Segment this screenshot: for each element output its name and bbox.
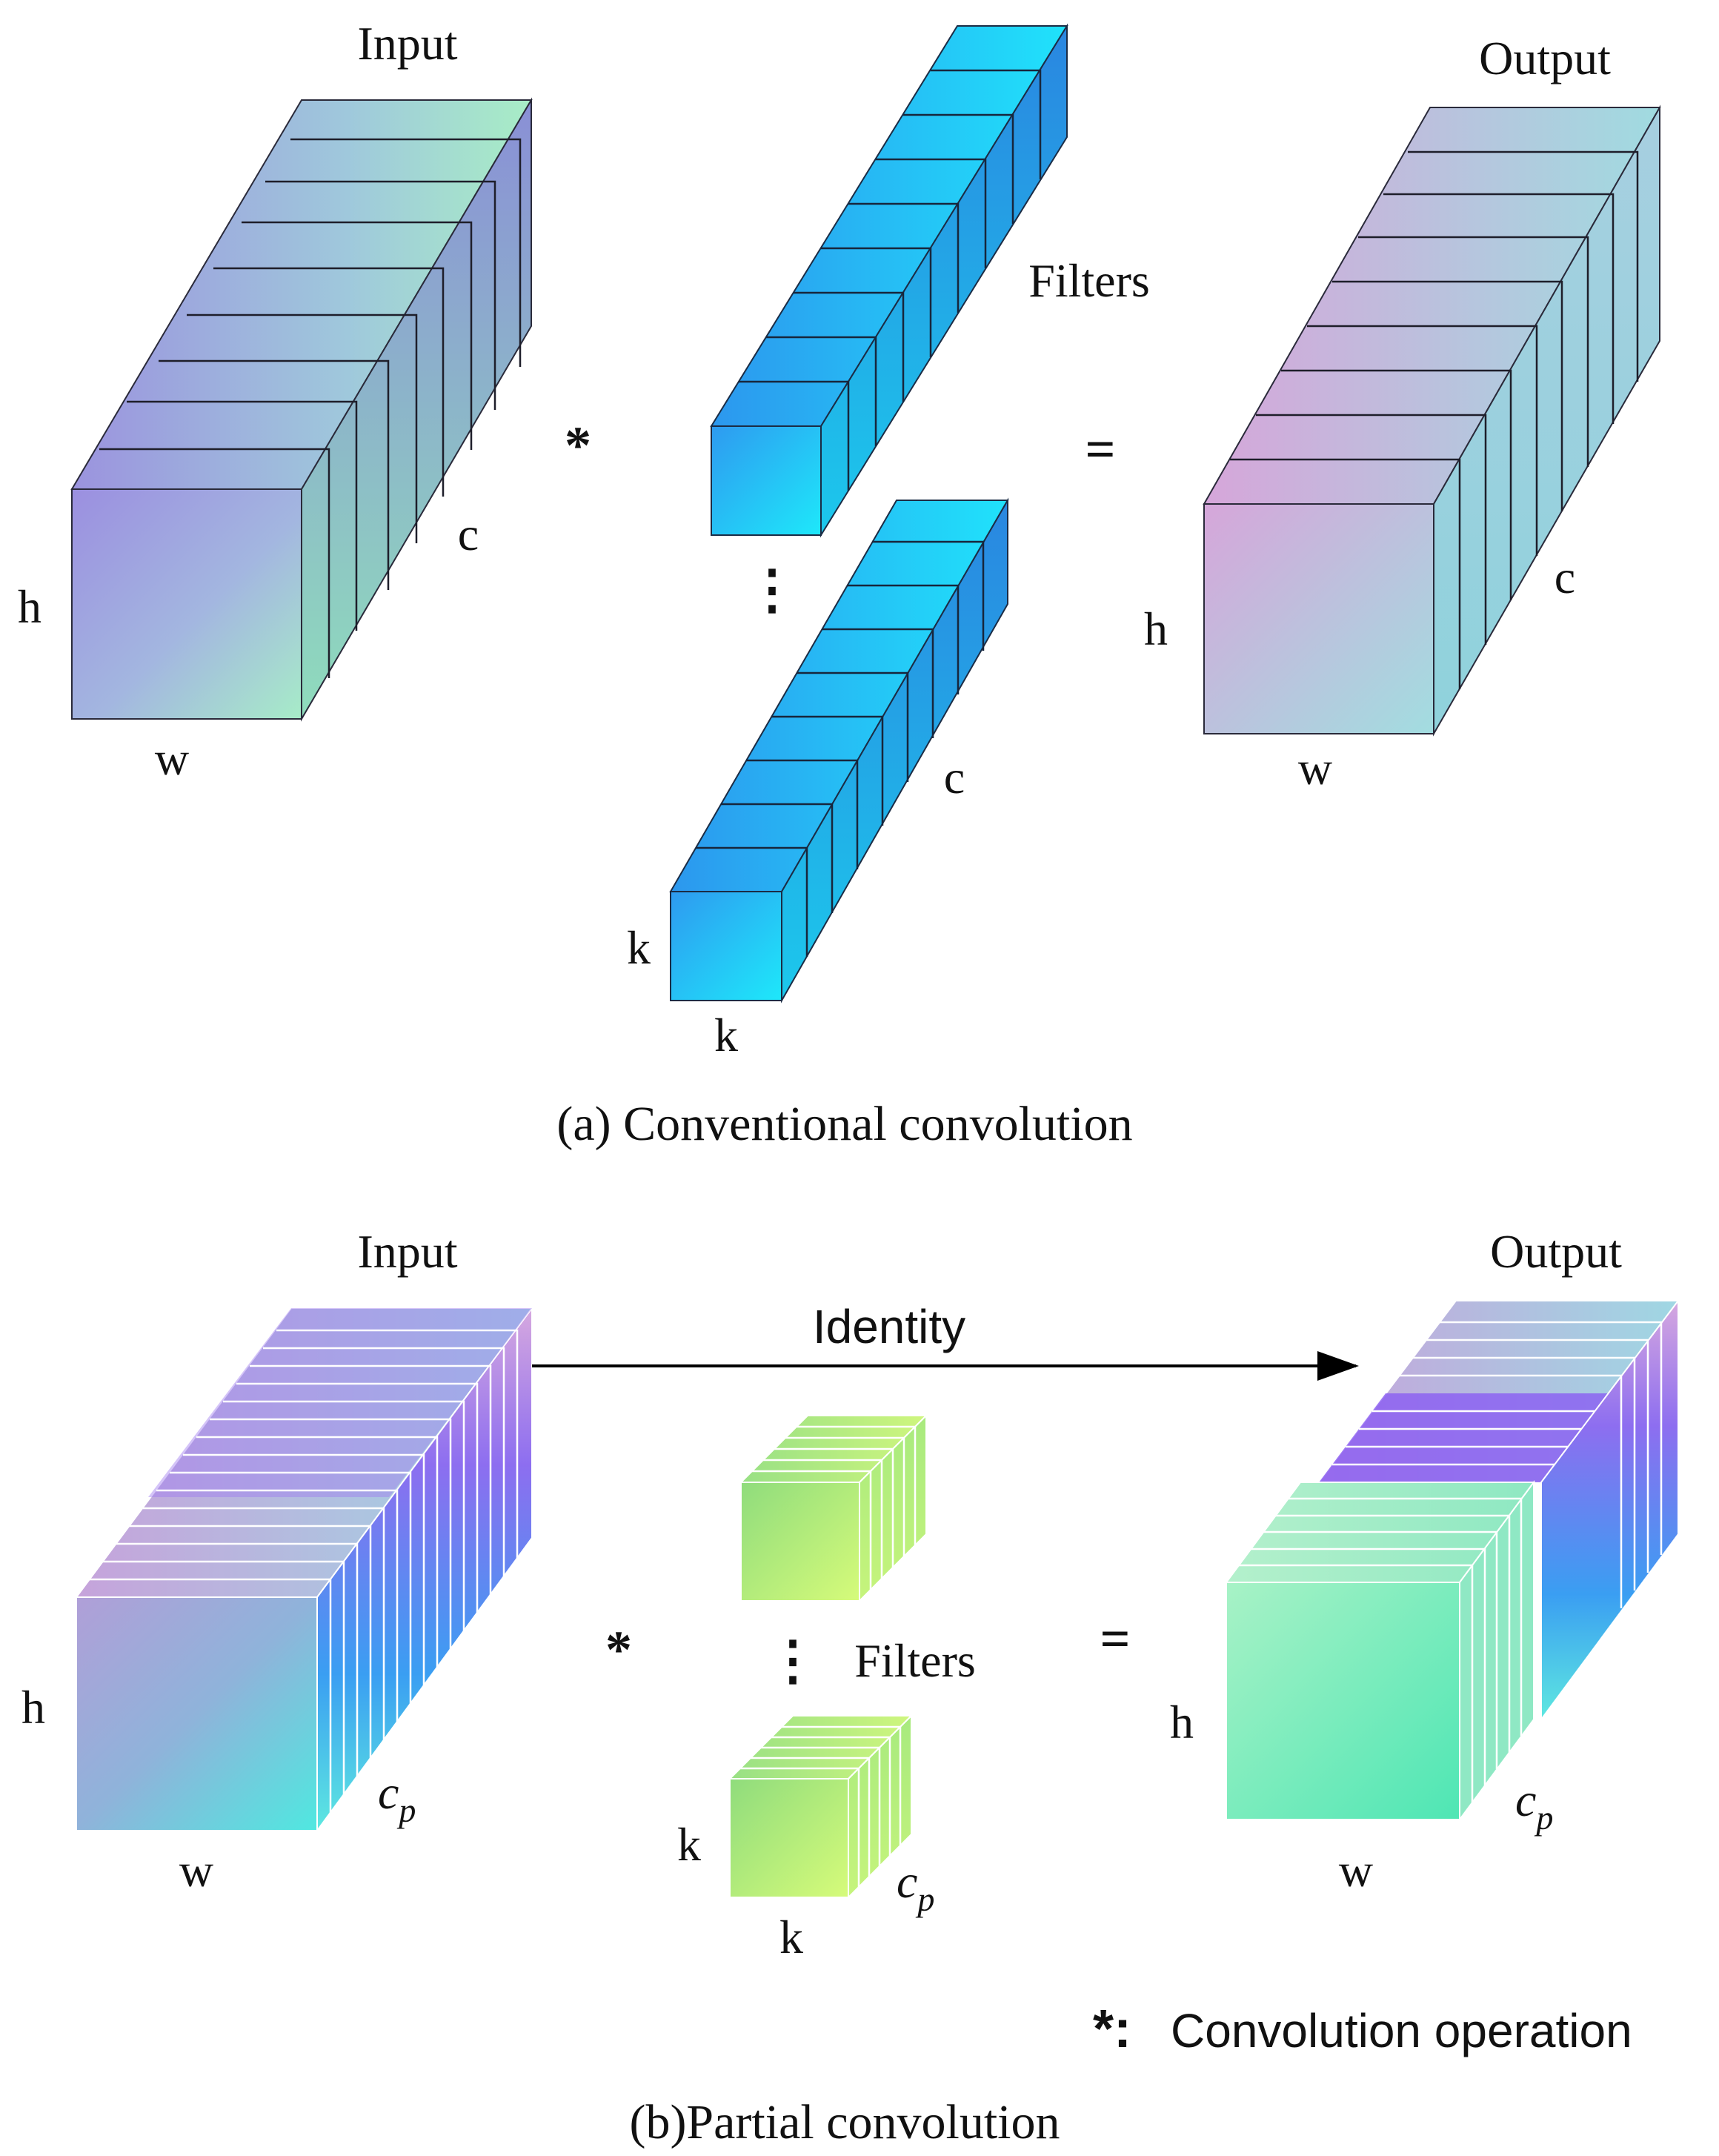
filter-b-1-front <box>740 1482 860 1602</box>
filter-cp-sub: p <box>915 1880 934 1918</box>
filter-tensor-b-1 <box>739 1413 928 1603</box>
input-w-label-b: w <box>179 1844 213 1897</box>
filter-a-1-front <box>711 425 822 536</box>
output-cp-label-b: cp <box>1515 1774 1553 1837</box>
panel-b: Input Output <box>21 1225 1680 2149</box>
output-cp-c: c <box>1515 1774 1536 1826</box>
filters-label-a: Filters <box>1028 254 1150 307</box>
output-tensor-a-front <box>1203 503 1434 734</box>
input-label-b: Input <box>357 1225 457 1278</box>
identity-label: Identity <box>813 1300 965 1353</box>
caption-a: (a) Conventional convolution <box>556 1097 1132 1151</box>
filter-cp-c: c <box>897 1855 917 1908</box>
filter-k-bottom-label-b: k <box>779 1911 803 1963</box>
input-label-a: Input <box>357 17 457 70</box>
output-tensor-b-side <box>1540 1298 1679 1722</box>
output-label-a: Output <box>1479 32 1611 84</box>
filter-a-1-slices <box>739 69 1042 491</box>
filter-a-2-slices <box>696 540 985 957</box>
input-tensor-a-slices <box>99 138 522 678</box>
filter-k-bottom-label-a: k <box>714 1009 738 1061</box>
filter-b-1-slices <box>752 1425 917 1590</box>
filter-b-2-slices <box>740 1725 902 1887</box>
filter-cp-label-b: cp <box>897 1855 934 1918</box>
input-h-label-b: h <box>21 1681 45 1734</box>
filter-k-side-label-a: k <box>627 921 651 974</box>
output-tensor-b-conv-slices <box>1239 1497 1523 1802</box>
output-label-b: Output <box>1490 1225 1622 1278</box>
output-w-label-b: w <box>1339 1844 1373 1897</box>
panel-a: Input h w c * Filters ⋮ <box>18 17 1661 1151</box>
output-tensor-a <box>1203 105 1661 737</box>
filter-a-2-front <box>670 891 782 1001</box>
output-c-label-a: c <box>1555 551 1575 603</box>
legend-symbol: *: <box>1093 2000 1131 2059</box>
input-h-label-a: h <box>18 580 41 633</box>
filter-tensor-a-1 <box>710 23 1068 538</box>
equals-sign-b: = <box>1100 1609 1130 1668</box>
input-tensor-a <box>70 97 533 722</box>
input-w-label-a: w <box>155 732 189 785</box>
input-tensor-b-slices <box>90 1329 519 1813</box>
legend-text: Convolution operation <box>1171 2004 1632 2057</box>
input-tensor-a-front <box>71 488 302 720</box>
input-cp-c: c <box>378 1766 399 1819</box>
output-tensor-b-front <box>1226 1582 1460 1820</box>
filter-b-2-front <box>729 1778 849 1898</box>
input-cp-label-b: cp <box>378 1766 416 1829</box>
convolution-operator-a: * <box>565 416 591 475</box>
input-tensor-b-front <box>76 1596 318 1831</box>
input-cp-sub: p <box>396 1791 416 1829</box>
output-h-label-a: h <box>1144 603 1168 655</box>
output-tensor-a-slices <box>1230 150 1639 689</box>
output-tensor-b <box>1225 1298 1680 1822</box>
input-tensor-b <box>75 1305 533 1834</box>
filters-ellipsis-a: ⋮ <box>745 560 799 620</box>
filters-label-b: Filters <box>854 1634 976 1687</box>
output-tensor-b-identity-band <box>1319 1393 1608 1482</box>
filter-c-label-a: c <box>944 751 965 803</box>
filters-ellipsis-b: ⋮ <box>766 1631 819 1691</box>
input-c-label-a: c <box>458 508 479 560</box>
filter-k-side-label-b: k <box>677 1818 701 1871</box>
equals-sign-a: = <box>1085 419 1115 479</box>
output-cp-sub: p <box>1534 1799 1553 1837</box>
output-tensor-b-identity-slices <box>1332 1321 1663 1608</box>
output-w-label-a: w <box>1298 742 1332 795</box>
filter-tensor-a-2 <box>669 497 1009 1004</box>
caption-b: (b)Partial convolution <box>629 2095 1060 2149</box>
convolution-operator-b: * <box>605 1620 632 1679</box>
filter-tensor-b-2 <box>728 1714 914 1900</box>
input-tensor-b-upper-band <box>148 1308 532 1497</box>
output-h-label-b: h <box>1170 1696 1194 1748</box>
